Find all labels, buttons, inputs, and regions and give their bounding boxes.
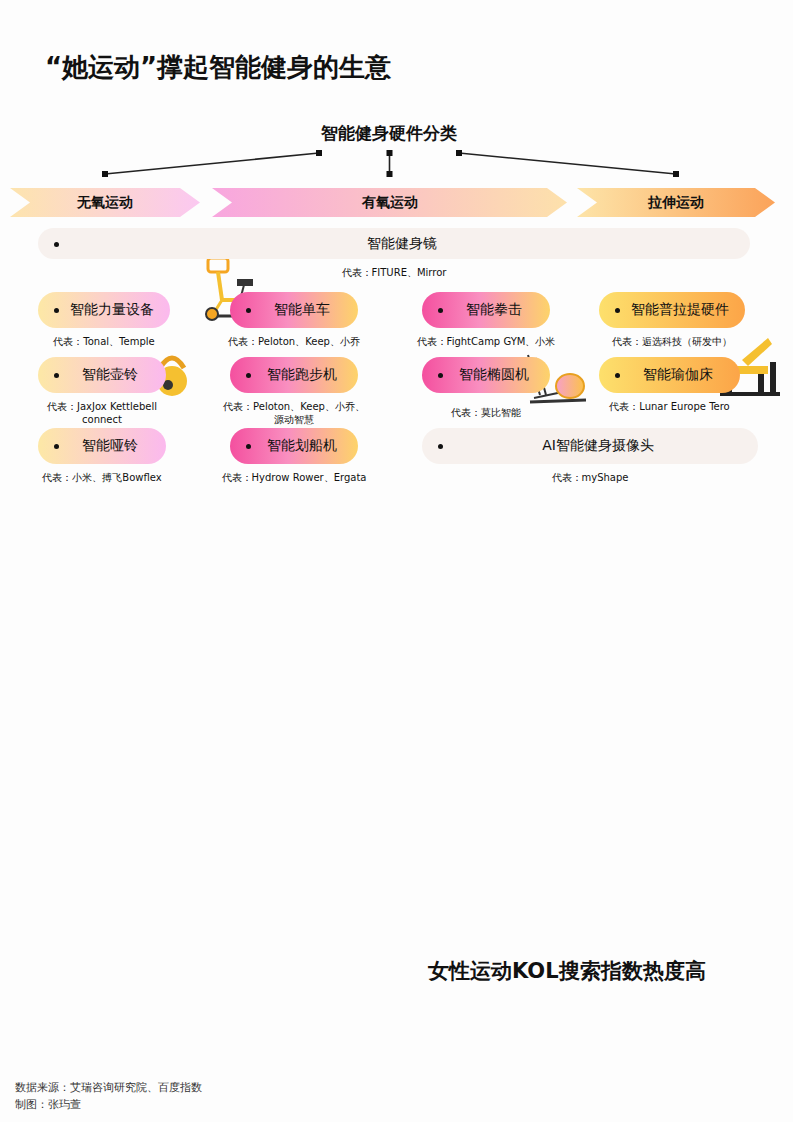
- representative-text: 代表：Peloton、Keep、小乔: [215, 335, 373, 348]
- device-node: 智能单车代表：Peloton、Keep、小乔: [215, 292, 373, 348]
- device-pill: 智能健身镜: [38, 228, 750, 259]
- representative-text: 代表：JaxJox Kettlebell connect: [37, 400, 167, 426]
- band-label: 有氧运动: [212, 188, 567, 217]
- highlight-heading: 女性运动KOL搜索指数热度高: [428, 957, 706, 985]
- connector-end: [102, 171, 108, 177]
- device-node: 智能拳击代表：FightCamp GYM、小米: [407, 292, 565, 348]
- device-node: AI智能健身摄像头代表：myShape: [422, 428, 758, 484]
- band-label: 无氧运动: [10, 188, 200, 217]
- representative-text: 代表：Peloton、Keep、小乔、源动智慧: [219, 400, 369, 426]
- device-pill: 智能普拉提硬件: [599, 292, 745, 328]
- connector-end: [316, 150, 322, 156]
- source-note: 数据来源：艾瑞咨询研究院、百度指数: [15, 1080, 202, 1095]
- connector-end: [387, 171, 393, 177]
- device-pill: 智能划船机: [230, 428, 358, 464]
- device-node: 智能哑铃代表：小米、搏飞Bowflex: [23, 428, 181, 484]
- device-node: 智能跑步机代表：Peloton、Keep、小乔、源动智慧: [219, 357, 369, 426]
- source-note: 制图：张玙萱: [15, 1097, 81, 1112]
- connector: [387, 150, 393, 177]
- representative-text: 代表：莫比智能: [407, 406, 565, 419]
- device-pill: 智能单车: [230, 292, 358, 328]
- representative-text: 代表：Lunar Europe Tero: [584, 400, 755, 413]
- category-band: 拉伸运动: [577, 188, 775, 217]
- device-pill: AI智能健身摄像头: [422, 428, 758, 464]
- device-node: 智能普拉提硬件代表：逅选科技（研发中）: [584, 292, 760, 348]
- connector-end: [387, 150, 393, 156]
- device-node: 智能健身镜代表：FITURE、Mirror: [38, 228, 750, 279]
- device-node: 智能壶铃代表：JaxJox Kettlebell connect: [37, 357, 167, 426]
- device-pill: 智能拳击: [422, 292, 550, 328]
- category-band: 无氧运动: [10, 188, 200, 217]
- device-pill: 智能瑜伽床: [599, 357, 740, 393]
- heading-text: 智能健身硬件分类: [315, 120, 463, 147]
- device-pill: 智能力量设备: [38, 292, 170, 328]
- heading-node: 智能健身硬件分类: [315, 120, 463, 147]
- connector: [102, 150, 322, 177]
- connector-end: [456, 150, 462, 156]
- device-node: 智能力量设备代表：Tonal、Temple: [23, 292, 185, 348]
- representative-text: 代表：Hydrow Rower、Ergata: [215, 471, 373, 484]
- connector-line: [459, 153, 676, 174]
- connector: [456, 150, 679, 177]
- device-pill: 智能壶铃: [38, 357, 166, 393]
- representative-text: 代表：FITURE、Mirror: [38, 266, 750, 279]
- representative-text: 代表：逅选科技（研发中）: [584, 335, 760, 348]
- representative-text: 代表：小米、搏飞Bowflex: [23, 471, 181, 484]
- device-node: 智能椭圆机代表：莫比智能: [407, 357, 565, 419]
- device-pill: 智能跑步机: [230, 357, 358, 393]
- representative-text: 代表：FightCamp GYM、小米: [407, 335, 565, 348]
- device-node: 智能瑜伽床代表：Lunar Europe Tero: [584, 357, 755, 413]
- category-band: 有氧运动: [212, 188, 567, 217]
- connector-line: [389, 153, 391, 174]
- page-title: “她运动”撑起智能健身的生意: [45, 50, 391, 85]
- representative-text: 代表：myShape: [422, 471, 758, 484]
- connector-end: [673, 171, 679, 177]
- representative-text: 代表：Tonal、Temple: [23, 335, 185, 348]
- device-pill: 智能哑铃: [38, 428, 166, 464]
- device-pill: 智能椭圆机: [422, 357, 550, 393]
- device-node: 智能划船机代表：Hydrow Rower、Ergata: [215, 428, 373, 484]
- band-label: 拉伸运动: [577, 188, 775, 217]
- connector-line: [105, 153, 319, 174]
